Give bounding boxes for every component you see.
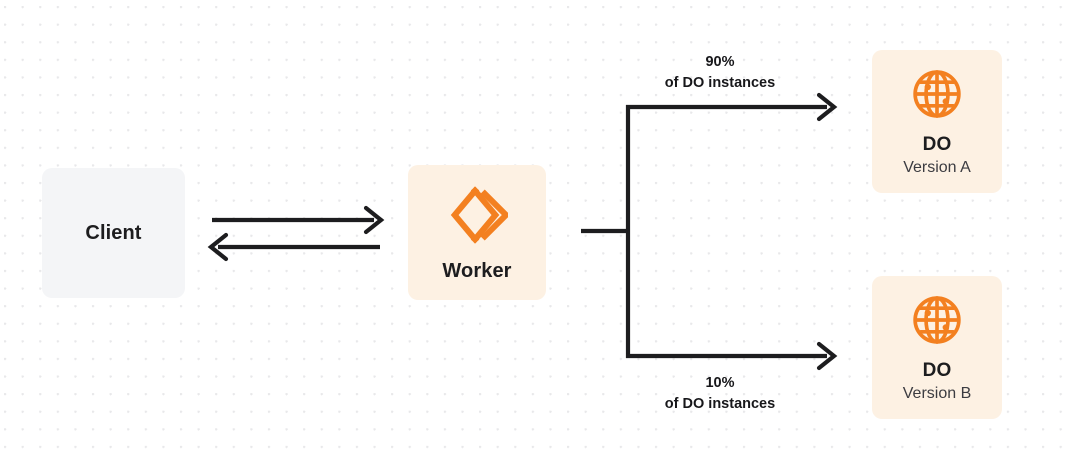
arrow-worker-to-client xyxy=(207,232,380,262)
arrow-worker-to-do-a xyxy=(626,92,838,122)
branch-connector xyxy=(581,105,631,358)
durable-object-b-node[interactable]: DO Version B xyxy=(872,276,1002,419)
edge-label-do-a-description: of DO instances xyxy=(664,75,776,92)
durable-object-b-version: Version B xyxy=(902,384,972,402)
edge-label-do-b-percent: 10% xyxy=(705,375,735,391)
client-node-label: Client xyxy=(85,221,142,244)
worker-node[interactable]: Worker xyxy=(408,165,546,300)
worker-node-label: Worker xyxy=(442,260,512,282)
durable-object-a-node[interactable]: DO Version A xyxy=(872,50,1002,193)
durable-object-a-version: Version A xyxy=(903,158,971,176)
globe-icon xyxy=(909,66,965,122)
arrow-worker-to-do-b xyxy=(626,341,838,371)
durable-object-a-label: DO xyxy=(922,133,952,155)
edge-label-do-b: 10% of DO instances xyxy=(655,373,785,415)
globe-icon xyxy=(909,292,965,348)
arrow-client-to-worker xyxy=(212,205,385,235)
edge-label-do-b-description: of DO instances xyxy=(664,396,776,413)
client-node[interactable]: Client xyxy=(42,168,185,298)
edge-label-do-a-percent: 90% xyxy=(705,54,735,70)
cloudflare-workers-icon xyxy=(446,184,511,246)
durable-object-b-label: DO xyxy=(922,359,952,381)
edge-label-do-a: 90% of DO instances xyxy=(655,52,785,94)
